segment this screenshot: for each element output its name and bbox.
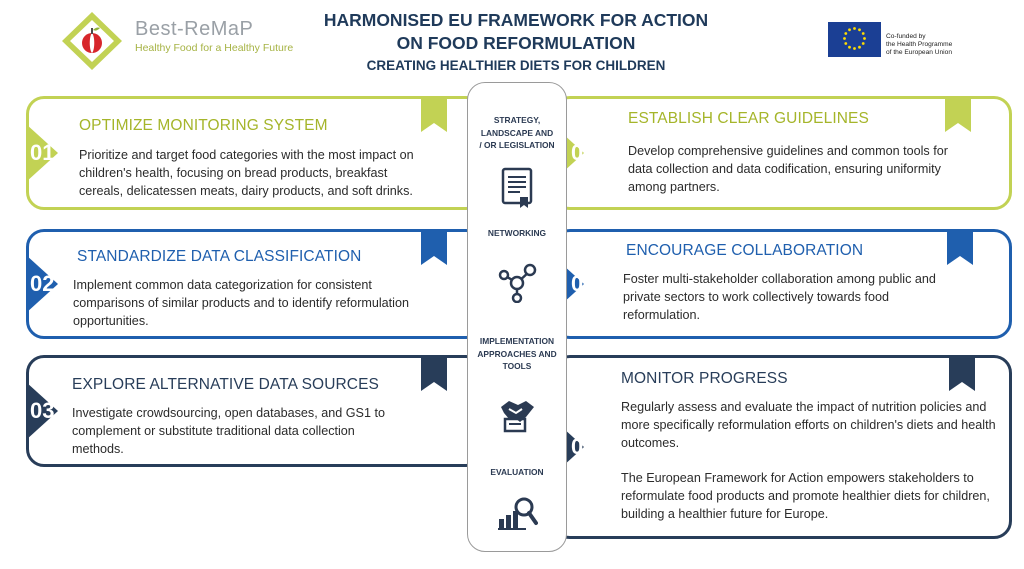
card-body-summary: The European Framework for Action empowe… — [621, 471, 990, 521]
card-01: 01 OPTIMIZE MONITORING SYSTEM Prioritize… — [26, 96, 484, 210]
bookmark-ribbon-icon — [421, 96, 447, 132]
eu-flag-icon — [828, 22, 881, 57]
eu-line-3: of the European Union — [886, 49, 952, 56]
card-05: 05 ENCOURAGE COLLABORATION Foster multi-… — [552, 229, 1012, 339]
center-steps-column: STRATEGY, LANDSCAPE AND / OR LEGISLATION… — [467, 82, 567, 552]
logo-tagline: Healthy Food for a Healthy Future — [135, 42, 294, 54]
chart-magnifier-icon — [498, 497, 538, 530]
eu-line-2: the Health Programme — [886, 41, 953, 48]
card-body: Regularly assess and evaluate the impact… — [621, 400, 996, 450]
bookmark-ribbon-icon — [421, 229, 447, 265]
handshake-icon — [501, 401, 534, 433]
card-body: Develop comprehensive guidelines and com… — [628, 144, 948, 194]
title-line-2: ON FOOD REFORMULATION — [396, 33, 636, 53]
network-icon — [498, 263, 537, 303]
step-implementation-label: IMPLEMENTATION APPROACHES AND TOOLS — [468, 335, 566, 373]
best-remap-logo: Best-ReMaP Healthy Food for a Healthy Fu… — [60, 10, 300, 72]
title-line-1: HARMONISED EU FRAMEWORK FOR ACTION — [323, 10, 709, 30]
bookmark-ribbon-icon — [949, 355, 975, 391]
step-evaluation-label: EVALUATION — [468, 466, 566, 479]
card-02: 02 STANDARDIZE DATA CLASSIFICATION Imple… — [26, 229, 484, 339]
label-line: NETWORKING — [487, 228, 547, 238]
card-title: STANDARDIZE DATA CLASSIFICATION — [77, 248, 362, 265]
step-strategy-label: STRATEGY, LANDSCAPE AND / OR LEGISLATION — [468, 114, 566, 152]
card-06: 06 MONITOR PROGRESS Regularly assess and… — [552, 355, 1012, 539]
card-title: ESTABLISH CLEAR GUIDELINES — [628, 110, 869, 127]
label-line: TOOLS — [502, 361, 532, 371]
step-networking-label: NETWORKING — [468, 227, 566, 240]
arrow-tab-icon — [26, 255, 58, 313]
bookmark-ribbon-icon — [947, 229, 973, 265]
card-number: 04 — [571, 140, 596, 165]
card-body: Prioritize and target food categories wi… — [79, 148, 414, 198]
page-subtitle: CREATING HEALTHIER DIETS FOR CHILDREN — [366, 58, 666, 73]
card-body: Implement common data categorization for… — [73, 278, 409, 328]
page-title: HARMONISED EU FRAMEWORK FOR ACTION ON FO… — [290, 9, 742, 55]
card-number: 05 — [571, 271, 596, 296]
card-title: MONITOR PROGRESS — [621, 370, 788, 387]
bookmark-ribbon-icon — [945, 96, 971, 132]
eu-cofunded-text: Co-funded by the Health Programme of the… — [886, 33, 1006, 57]
bookmark-ribbon-icon — [421, 355, 447, 391]
card-04: 04 ESTABLISH CLEAR GUIDELINES Develop co… — [552, 96, 1012, 210]
label-line: LANDSCAPE AND — [480, 127, 554, 138]
eu-line-1: Co-funded by — [886, 33, 926, 40]
card-03: 03 EXPLORE ALTERNATIVE DATA SOURCES Inve… — [26, 355, 484, 467]
card-title: EXPLORE ALTERNATIVE DATA SOURCES — [72, 376, 379, 393]
label-line: STRATEGY, — [493, 115, 541, 125]
label-line: EVALUATION — [490, 467, 544, 477]
card-title: ENCOURAGE COLLABORATION — [626, 242, 864, 259]
card-body: Foster multi-stakeholder collaboration a… — [623, 272, 936, 322]
card-number: 03 — [30, 398, 55, 423]
label-line: IMPLEMENTATION — [479, 336, 555, 346]
card-body: Investigate crowdsourcing, open database… — [72, 406, 385, 456]
document-icon — [501, 167, 533, 208]
card-number: 01 — [30, 140, 55, 165]
apple-diamond-icon — [62, 12, 122, 70]
card-title: OPTIMIZE MONITORING SYSTEM — [79, 117, 328, 134]
arrow-tab-icon — [26, 124, 58, 182]
card-number: 06 — [571, 434, 596, 459]
logo-name: Best-ReMaP — [135, 18, 254, 40]
label-line: APPROACHES AND — [477, 348, 557, 359]
arrow-tab-icon — [26, 382, 58, 440]
card-number: 02 — [30, 271, 55, 296]
label-line: / OR LEGISLATION — [479, 140, 555, 150]
